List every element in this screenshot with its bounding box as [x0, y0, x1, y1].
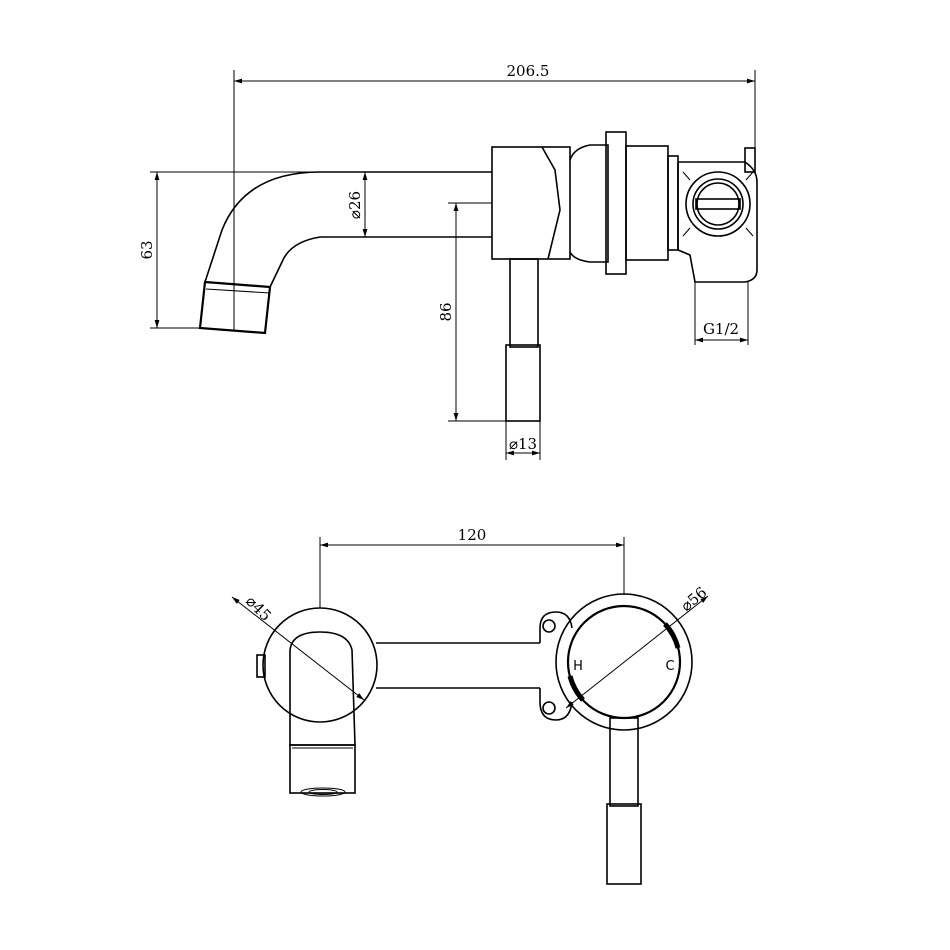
dimension-centers: 120: [319, 526, 625, 608]
handle-plate-front: H C ⌀56: [555, 583, 710, 731]
handle-length-label: 86: [437, 302, 455, 321]
valve-fitting: [677, 147, 758, 283]
spout-drop-label: 63: [138, 240, 156, 259]
handle-side: [505, 258, 541, 422]
hot-indicator: H: [573, 659, 583, 674]
centers-label: 120: [458, 526, 487, 544]
overall-width-label: 206.5: [507, 62, 550, 80]
cold-indicator: C: [665, 659, 674, 674]
dimension-handle-length: 86: [437, 202, 506, 422]
dimension-spout-drop: 63: [138, 171, 320, 329]
connecting-body: [376, 611, 573, 721]
mixer-body-side: [491, 131, 679, 275]
dimension-thread: G1/2: [694, 282, 749, 345]
spout-plate-diameter-label: ⌀45: [242, 592, 275, 625]
thread-label: G1/2: [703, 320, 739, 338]
dimension-handle-diameter: ⌀13: [505, 421, 541, 460]
front-view: 120 ⌀45 H: [231, 526, 710, 885]
spout-diameter-label: ⌀26: [346, 191, 364, 219]
lever-handle-front: [606, 717, 642, 885]
spout-plate-front: ⌀45: [231, 592, 378, 797]
dimension-overall-width: 206.5: [233, 62, 756, 330]
handle-plate-diameter-label: ⌀56: [677, 583, 710, 615]
dimension-spout-diameter: ⌀26: [346, 172, 368, 237]
handle-diameter-label: ⌀13: [509, 435, 537, 453]
side-view: 206.5 63 ⌀26: [138, 62, 758, 460]
